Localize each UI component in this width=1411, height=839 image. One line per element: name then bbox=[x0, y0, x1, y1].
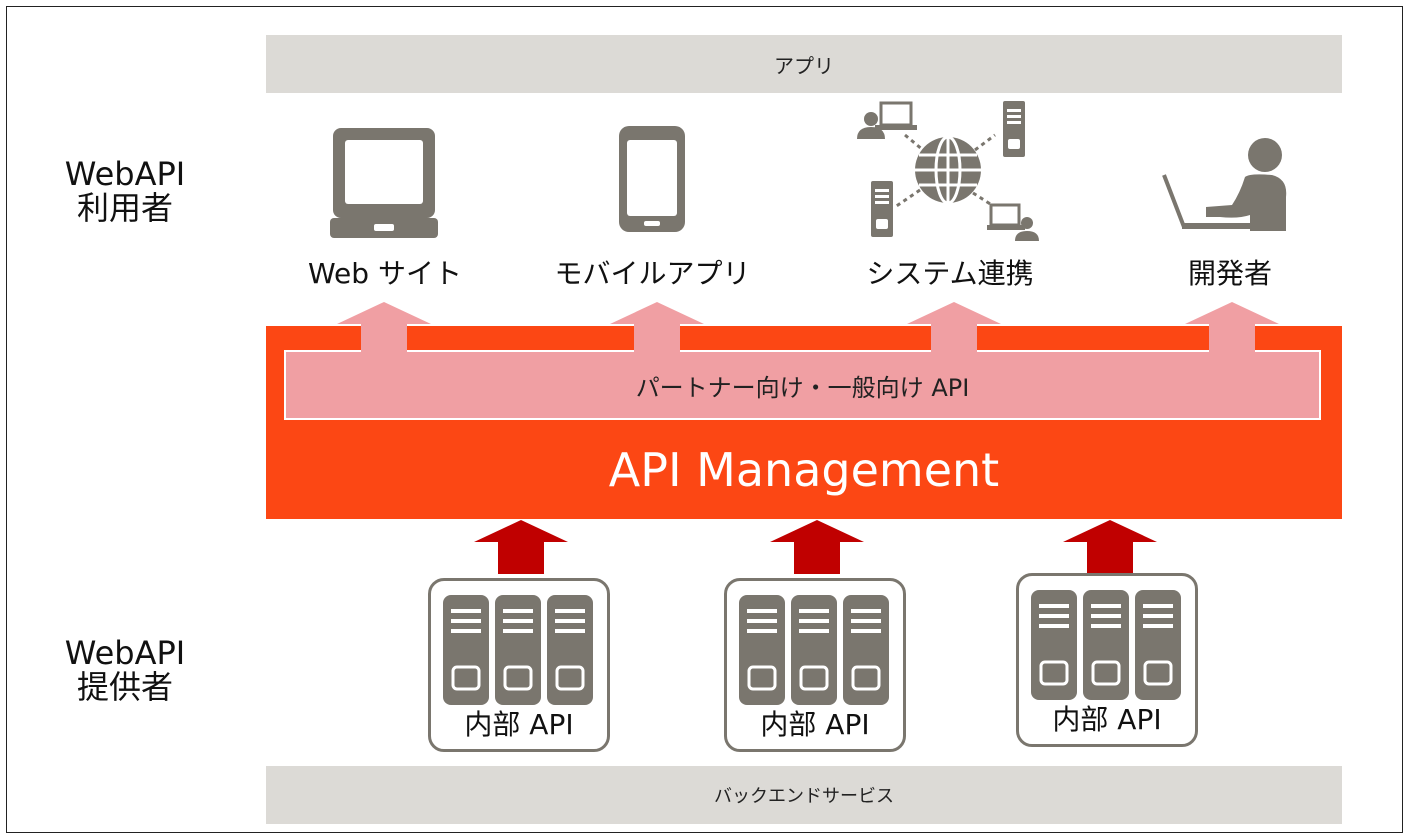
server-vent-line bbox=[1143, 624, 1173, 628]
server-vent-line bbox=[451, 629, 481, 633]
server-drive-slot bbox=[555, 665, 585, 691]
internal-api-box-2: 内部 API bbox=[724, 578, 906, 752]
consumer-side-label-line2: 利用者 bbox=[76, 189, 173, 227]
server-drive-slot bbox=[1143, 660, 1173, 686]
server-vent-line bbox=[555, 609, 585, 613]
server-drive-slot bbox=[1039, 660, 1069, 686]
provider-side-label: WebAPI 提供者 bbox=[50, 636, 200, 704]
internal-api-label-2: 内部 API bbox=[760, 708, 870, 741]
consumer-side-label: WebAPI 利用者 bbox=[50, 157, 200, 225]
server-drive-slot bbox=[851, 665, 881, 691]
up-arrow-developer bbox=[1185, 302, 1279, 354]
server-vent-line bbox=[503, 629, 533, 633]
api-management-title: API Management bbox=[608, 443, 1000, 497]
server-drive-slot bbox=[799, 665, 829, 691]
internal-api-label-1: 内部 API bbox=[464, 708, 574, 741]
consumer-label-system: システム連携 bbox=[866, 257, 1034, 290]
app-band-label: アプリ bbox=[774, 53, 834, 78]
server-vent-line bbox=[1143, 614, 1173, 618]
server-vent-line bbox=[451, 619, 481, 623]
public-api-label: パートナー向け・一般向け API bbox=[635, 373, 970, 402]
provider-side-label-line1: WebAPI bbox=[64, 634, 186, 672]
backend-band: バックエンドサービス bbox=[266, 766, 1342, 824]
server-vent-line bbox=[799, 619, 829, 623]
server-vent-line bbox=[503, 609, 533, 613]
provider-side-label-line2: 提供者 bbox=[76, 668, 173, 706]
up-arrow-internal-1 bbox=[474, 520, 568, 574]
up-arrow-web bbox=[337, 302, 431, 354]
server-vent-line bbox=[851, 619, 881, 623]
server-vent-line bbox=[747, 629, 777, 633]
public-api-box: パートナー向け・一般向け API bbox=[284, 350, 1321, 420]
server-drive-slot bbox=[747, 665, 777, 691]
smartphone-icon bbox=[619, 126, 685, 232]
server-rack-icon bbox=[1031, 590, 1181, 700]
server-vent-line bbox=[799, 629, 829, 633]
consumer-label-developer: 開発者 bbox=[1187, 257, 1272, 290]
up-arrow-internal-3 bbox=[1063, 520, 1157, 574]
up-arrow-mobile bbox=[610, 302, 704, 354]
server-vent-line bbox=[747, 609, 777, 613]
server-drive-slot bbox=[451, 665, 481, 691]
app-band: アプリ bbox=[266, 35, 1342, 93]
internal-api-box-1: 内部 API bbox=[428, 578, 610, 752]
monitor-icon bbox=[330, 128, 438, 238]
internal-api-box-3: 内部 API bbox=[1016, 573, 1198, 747]
diagram-frame bbox=[6, 6, 1403, 833]
server-vent-line bbox=[747, 619, 777, 623]
developer-icon bbox=[1162, 138, 1287, 231]
server-vent-line bbox=[503, 619, 533, 623]
server-drive-slot bbox=[1091, 660, 1121, 686]
server-vent-line bbox=[1039, 604, 1069, 608]
server-vent-line bbox=[1039, 614, 1069, 618]
server-drive-slot bbox=[503, 665, 533, 691]
server-vent-line bbox=[1091, 604, 1121, 608]
server-vent-line bbox=[851, 609, 881, 613]
consumer-label-mobile: モバイルアプリ bbox=[554, 257, 751, 290]
server-vent-line bbox=[555, 629, 585, 633]
network-globe-icon bbox=[857, 101, 1039, 241]
server-vent-line bbox=[555, 619, 585, 623]
up-arrow-system bbox=[907, 302, 1001, 354]
server-vent-line bbox=[451, 609, 481, 613]
server-vent-line bbox=[1091, 614, 1121, 618]
backend-band-label: バックエンドサービス bbox=[714, 786, 894, 807]
server-rack-icon bbox=[443, 595, 593, 705]
consumer-side-label-line1: WebAPI bbox=[64, 155, 186, 193]
server-vent-line bbox=[1091, 624, 1121, 628]
server-vent-line bbox=[851, 629, 881, 633]
server-vent-line bbox=[799, 609, 829, 613]
up-arrow-internal-2 bbox=[770, 520, 864, 574]
consumer-label-web: Web サイト bbox=[308, 257, 462, 290]
server-vent-line bbox=[1039, 624, 1069, 628]
server-rack-icon bbox=[739, 595, 889, 705]
internal-api-label-3: 内部 API bbox=[1052, 703, 1162, 736]
server-vent-line bbox=[1143, 604, 1173, 608]
